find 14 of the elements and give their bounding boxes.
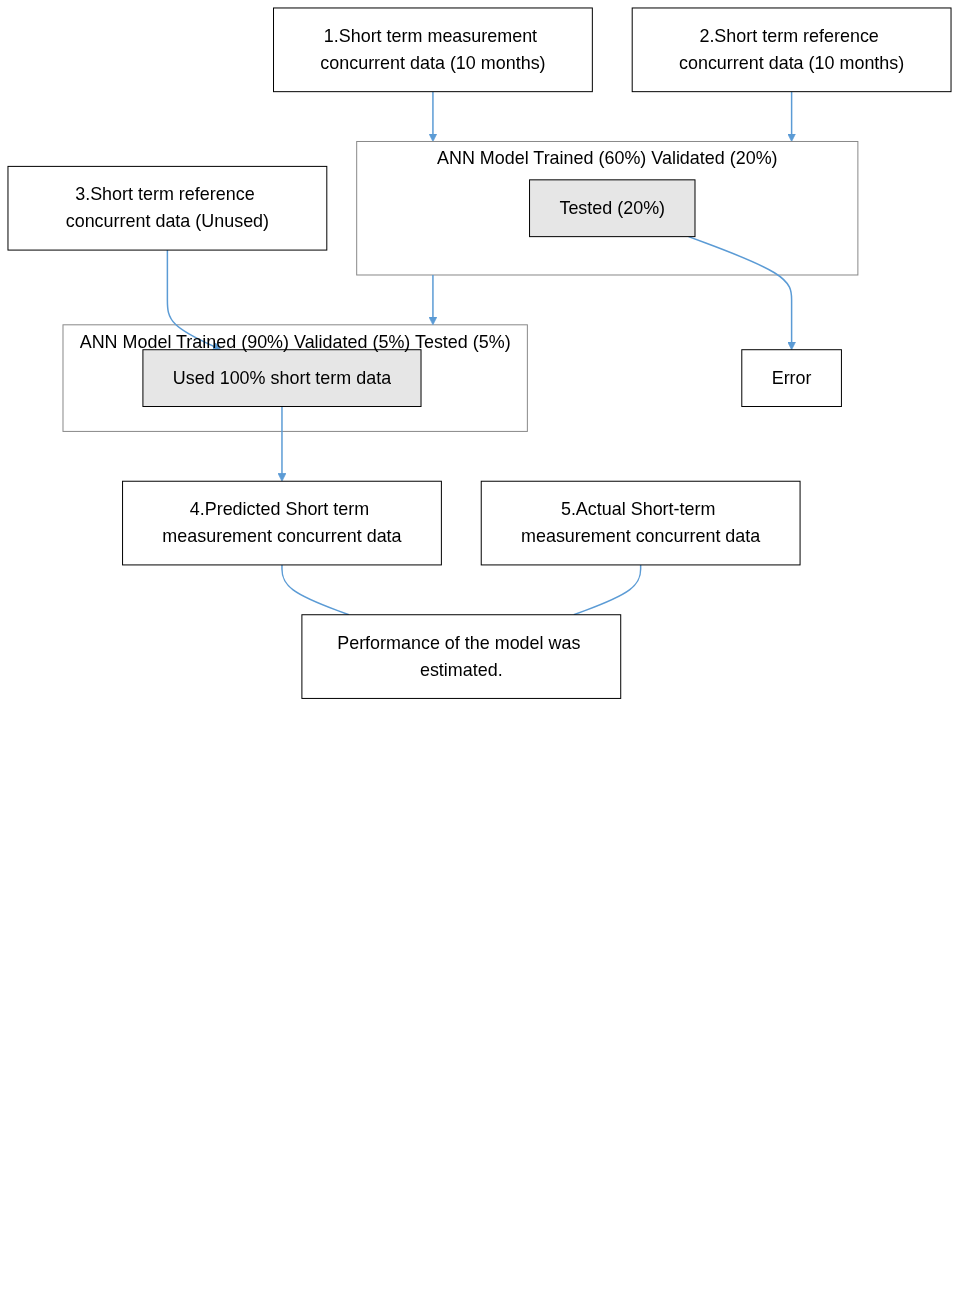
node-box: Performance of the model was estimated. xyxy=(301,614,622,699)
arrow xyxy=(428,274,438,326)
node-box: Error xyxy=(741,349,842,407)
node-box: 4.Predicted Short term measurement concurrent data xyxy=(122,480,442,566)
arrow xyxy=(787,90,796,142)
node-box: Tested (20%) xyxy=(529,179,696,238)
connector xyxy=(573,564,642,616)
arrow xyxy=(277,405,287,482)
node-box: 5.Actual Short-term measurement concurrent data xyxy=(480,480,801,566)
node-box: 2.Short term reference concurrent data (10 months) xyxy=(631,7,952,93)
node-box: 1.Short term measurement concurrent data (10 months) xyxy=(273,7,593,93)
node-box: 3.Short term reference concurrent data (Unused) xyxy=(7,165,328,251)
arrow xyxy=(687,235,796,351)
arrow xyxy=(428,90,438,142)
